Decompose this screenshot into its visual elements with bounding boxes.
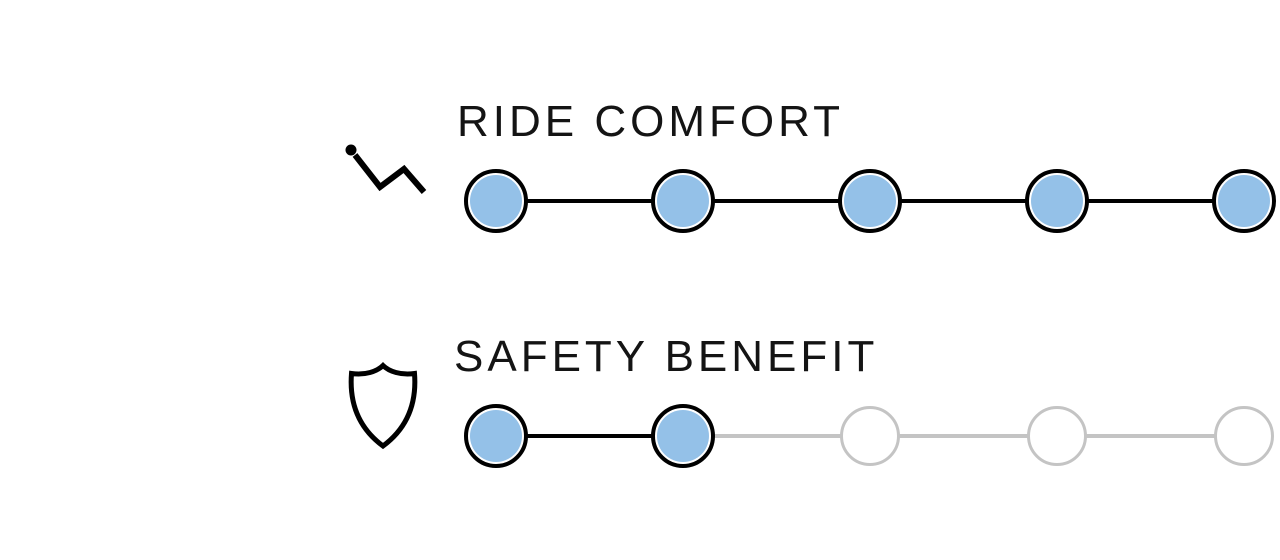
recline-seat-icon — [332, 139, 428, 206]
scale-dot-empty — [840, 406, 900, 466]
scale-dot-filled — [464, 404, 528, 468]
scale-dot-filled — [1025, 169, 1089, 233]
shield-icon — [346, 361, 420, 456]
scale-connector-active — [1057, 199, 1244, 203]
scale-connector-active — [683, 199, 870, 203]
scale-dot-empty — [1214, 406, 1274, 466]
scale-connector-inactive — [683, 434, 870, 438]
scale-connector-active — [496, 199, 683, 203]
scale-dot-fill — [657, 175, 709, 227]
scale-dot-filled — [464, 169, 528, 233]
scale-dot-fill — [470, 175, 522, 227]
rating-title-safety-benefit: SAFETY BENEFIT — [454, 332, 879, 381]
rating-scale-ride-comfort — [464, 169, 1276, 233]
scale-dot-filled — [1212, 169, 1276, 233]
scale-connector-inactive — [870, 434, 1057, 438]
scale-dot-fill — [470, 410, 522, 462]
scale-dot-fill — [844, 175, 896, 227]
scale-dot-empty — [1027, 406, 1087, 466]
scale-dot-fill — [1218, 175, 1270, 227]
scale-connector-inactive — [1057, 434, 1244, 438]
scale-connector-active — [870, 199, 1057, 203]
scale-dot-fill — [657, 410, 709, 462]
scale-connector-active — [496, 434, 683, 438]
scale-dot-filled — [651, 404, 715, 468]
scale-dot-filled — [651, 169, 715, 233]
rating-scale-safety-benefit — [464, 404, 1276, 468]
rating-title-ride-comfort: RIDE COMFORT — [457, 97, 844, 146]
scale-dot-fill — [1031, 175, 1083, 227]
scale-dot-filled — [838, 169, 902, 233]
